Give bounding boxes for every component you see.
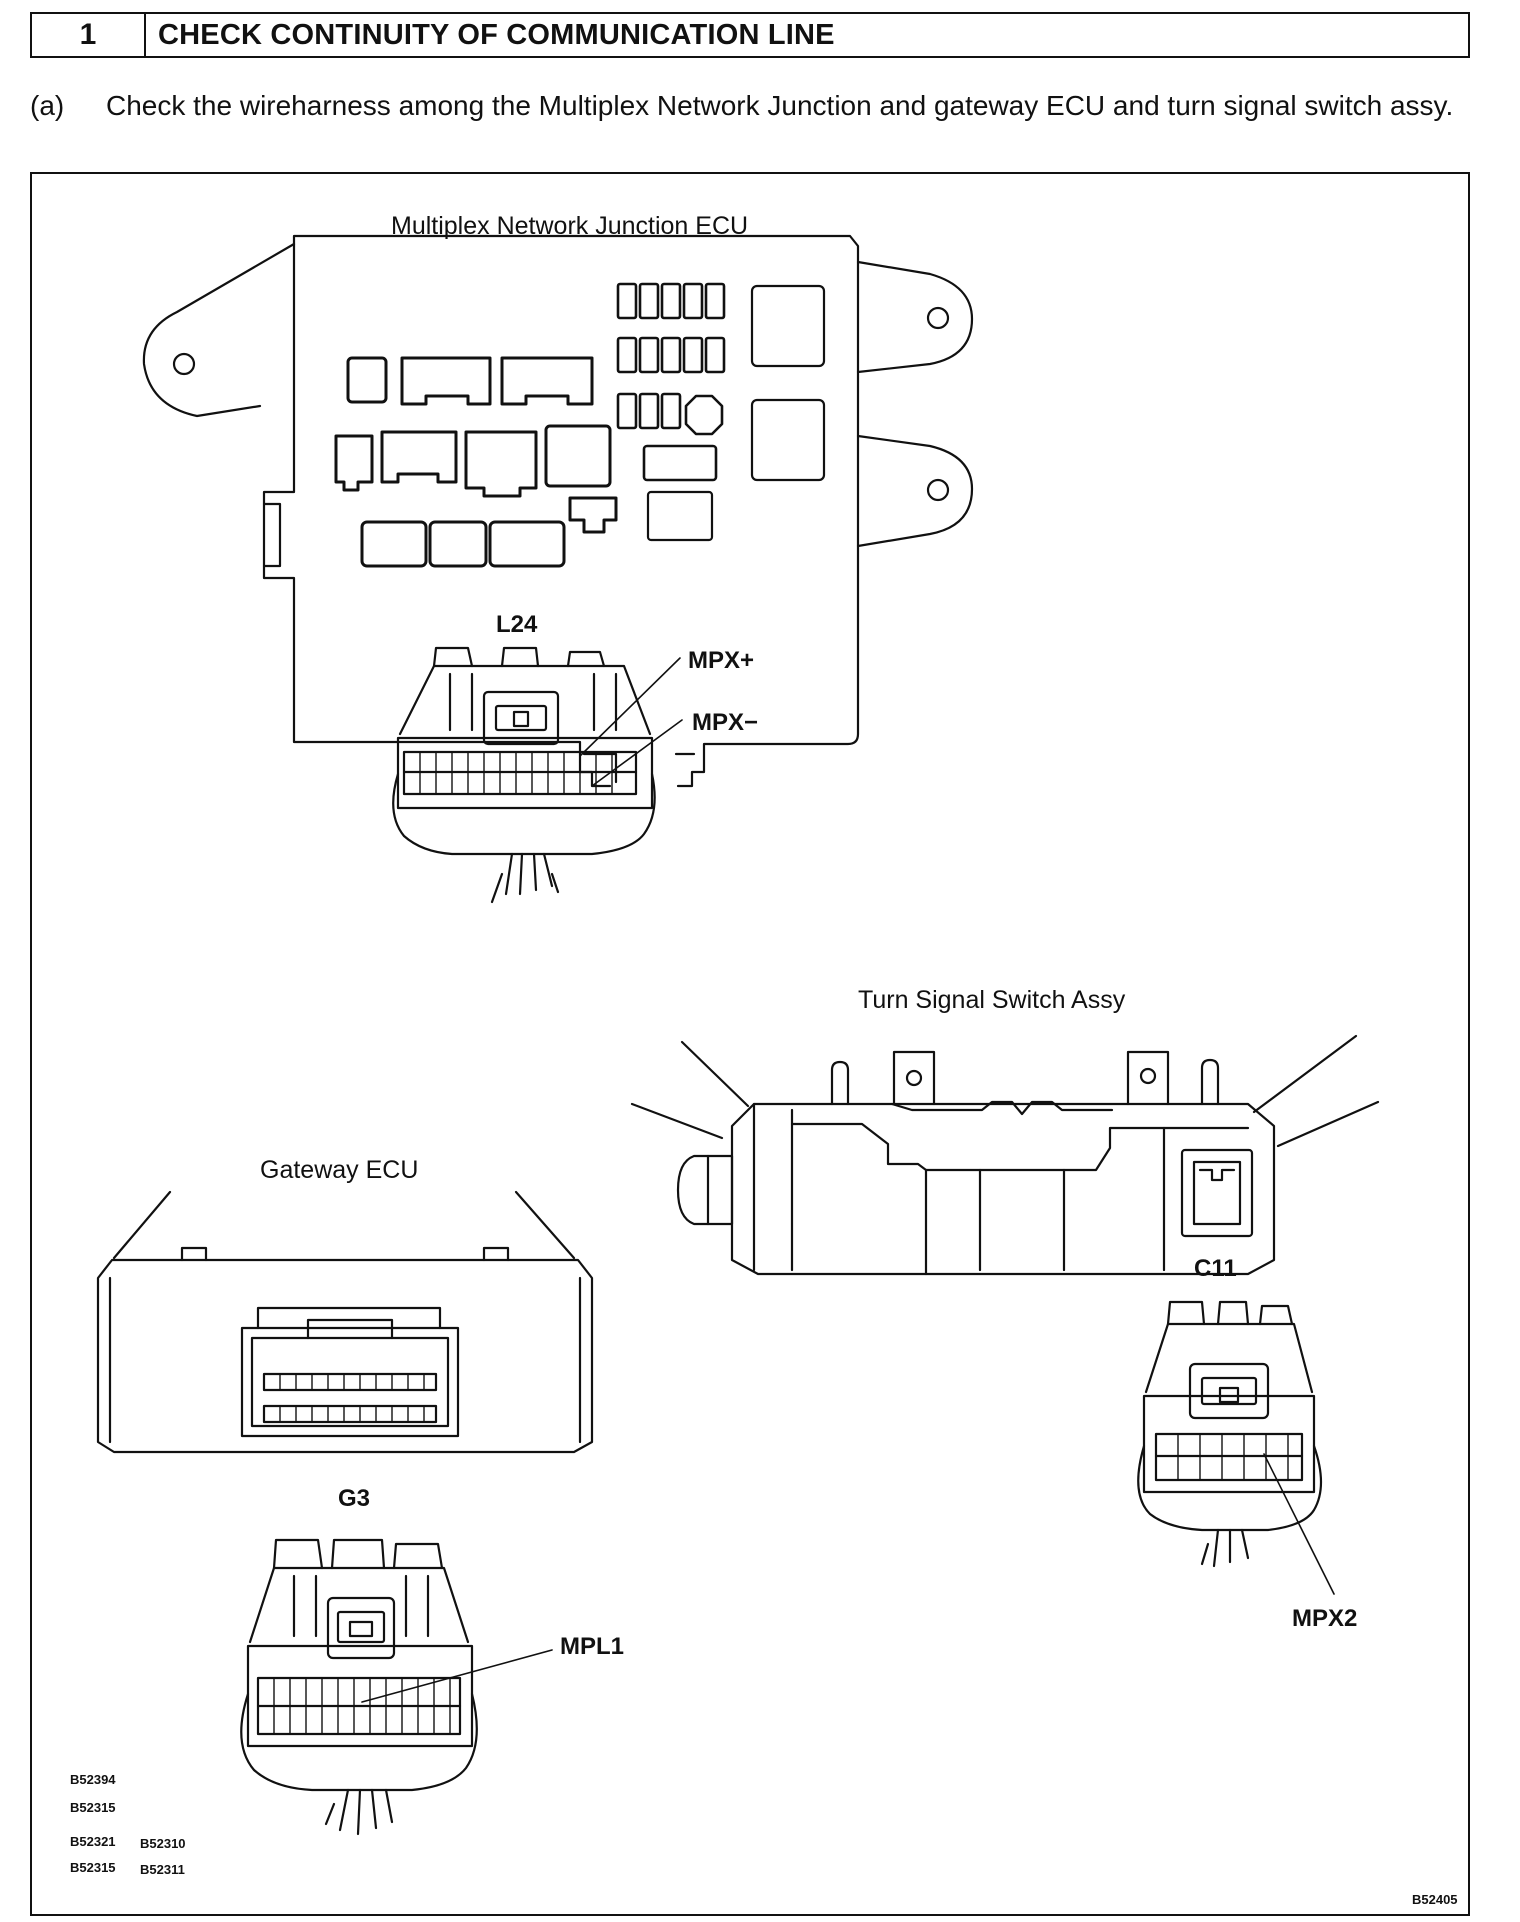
step-number: 1	[32, 14, 146, 56]
step-header: 1 CHECK CONTINUITY OF COMMUNICATION LINE	[30, 12, 1470, 58]
g3-label: G3	[338, 1485, 370, 1512]
l24-connector-drawing	[392, 646, 683, 904]
instruction-label: (a)	[30, 90, 65, 121]
mpl1-label: MPL1	[560, 1633, 624, 1660]
c11-connector-drawing	[1137, 1300, 1335, 1595]
ref-code-6: B52311	[140, 1862, 185, 1877]
ref-code-4: B52310	[140, 1836, 186, 1851]
g3-connector-drawing	[240, 1538, 553, 1836]
l24-label: L24	[496, 611, 538, 638]
turn-signal-label: Turn Signal Switch Assy	[858, 986, 1126, 1014]
ref-code-5: B52315	[70, 1860, 116, 1875]
step-title: CHECK CONTINUITY OF COMMUNICATION LINE	[158, 18, 835, 51]
junction-ecu-drawing	[142, 234, 974, 788]
c11-label: C11	[1194, 1255, 1237, 1282]
ref-code-3: B52321	[70, 1834, 116, 1849]
gateway-ecu-label: Gateway ECU	[260, 1156, 418, 1184]
wiring-figure: Multiplex Network Junction ECU	[30, 172, 1470, 1916]
wiring-diagram: Multiplex Network Junction ECU	[70, 212, 1458, 1907]
ref-code-1: B52394	[70, 1772, 116, 1787]
mpx-minus-label: MPX−	[692, 709, 758, 736]
figure-code: B52405	[1412, 1892, 1458, 1907]
mpx-plus-label: MPX+	[688, 647, 754, 674]
instruction-text: Check the wireharness among the Multiple…	[106, 90, 1454, 121]
ref-code-2: B52315	[70, 1800, 116, 1815]
turn-signal-switch-drawing	[630, 1034, 1380, 1276]
mpx2-label: MPX2	[1292, 1605, 1357, 1632]
gateway-ecu-drawing	[96, 1190, 594, 1454]
